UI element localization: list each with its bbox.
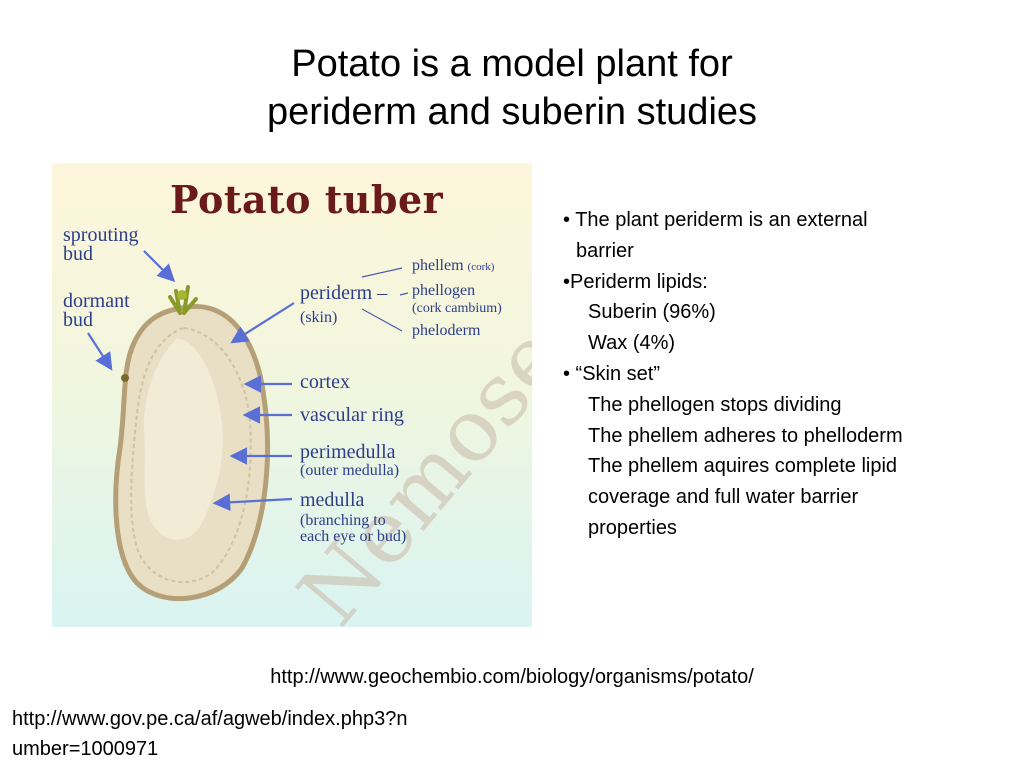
label-outer-medulla: (outer medulla)	[300, 462, 400, 479]
bullet-2-sub1: Suberin (96%)	[588, 301, 716, 324]
potato-tuber-illustration: Nemose	[87, 250, 532, 627]
figure-heading: Potato tuber	[170, 177, 444, 222]
medulla-arrow	[212, 493, 293, 512]
bullet-3-sub2: The phellem adheres to phelloderm	[588, 424, 903, 447]
bullet-3-sub4: coverage and full water barrier	[588, 486, 859, 509]
phellogen-line	[399, 292, 409, 296]
label-branching-line1: (branching to	[300, 512, 386, 529]
bullet-3-sub3: The phellem aquires complete lipid	[588, 455, 898, 478]
label-dormant-line2: bud	[63, 309, 93, 331]
bullet-3-sub5: properties	[588, 516, 677, 539]
label-periderm: periderm –	[300, 282, 388, 304]
bullet-2: •Periderm lipids:	[563, 270, 708, 293]
label-phellogen: phellogen	[412, 282, 476, 299]
sprouting-arrow	[143, 250, 176, 283]
bullet-1-line1: • The plant periderm is an external	[563, 209, 868, 231]
bullet-3-sub1: The phellogen stops dividing	[588, 393, 842, 416]
label-cortex: cortex	[300, 371, 350, 393]
source-url-geochembio[interactable]: http://www.geochembio.com/biology/organi…	[270, 666, 754, 688]
phellem-line	[361, 267, 403, 278]
label-sprouting-line1: sprouting	[63, 224, 139, 246]
label-dormant-bud: dormant bud	[63, 290, 130, 331]
label-medulla: medulla	[300, 489, 365, 511]
source-url-gov-pe-line1: http://www.gov.pe.ca/af/agweb/index.php3…	[12, 708, 408, 730]
bullet-list: • The plant periderm is an external barr…	[563, 205, 1003, 544]
bullet-2-sub2: Wax (4%)	[588, 332, 676, 355]
label-perimedulla: perimedulla	[300, 441, 396, 463]
label-sprouting-line2: bud	[63, 243, 93, 265]
slide-title: Potato is a model plant for periderm and…	[0, 40, 1024, 136]
sprouting-bud	[168, 285, 198, 315]
label-pheloderm: pheloderm	[412, 322, 481, 339]
slide-title-line2: periderm and suberin studies	[266, 91, 758, 133]
bullet-3: • “Skin set”	[563, 362, 661, 385]
label-phellem: phellem (cork)	[412, 258, 494, 275]
label-branching-line2: each eye or bud)	[300, 528, 407, 545]
medulla-shape	[143, 338, 223, 540]
source-url-gov-pe[interactable]: http://www.gov.pe.ca/af/agweb/index.php3…	[12, 704, 407, 764]
label-phellem-text: phellem	[412, 257, 464, 274]
label-vascular-ring: vascular ring	[300, 404, 404, 426]
label-cork-cambium: (cork cambium)	[412, 301, 502, 316]
periderm-arrow	[230, 302, 295, 344]
label-cork-text: (cork)	[467, 261, 495, 273]
pheloderm-line	[361, 308, 403, 332]
label-dormant-line1: dormant	[63, 290, 130, 312]
dormant-bud	[121, 374, 129, 382]
label-branching: (branching to each eye or bud)	[300, 513, 406, 545]
potato-tuber-figure: Nemose	[52, 163, 532, 627]
label-sprouting-bud: sprouting bud	[63, 224, 139, 265]
slide-title-line1: Potato is a model plant for	[291, 43, 733, 85]
bullet-1-line2: barrier	[576, 239, 634, 262]
source-url-gov-pe-line2: umber=1000971	[12, 738, 159, 760]
label-skin: (skin)	[300, 309, 338, 326]
dormant-arrow	[87, 332, 113, 371]
